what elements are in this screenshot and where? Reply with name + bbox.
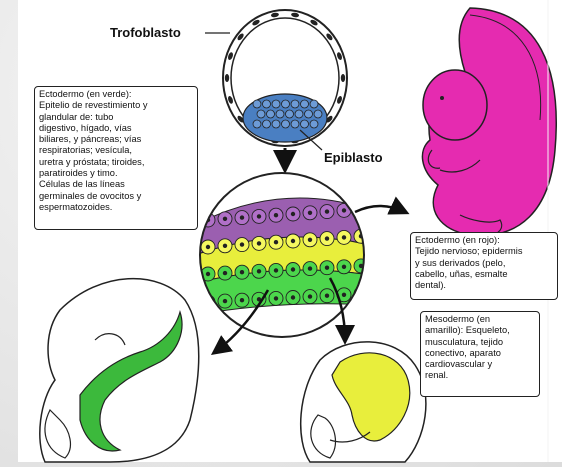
green-fetus: [39, 277, 200, 463]
trophoblast-nucleus: [326, 115, 333, 123]
epiblast-cell: [290, 119, 300, 129]
trophoblast-nucleus: [252, 19, 260, 26]
epiblast-cell: [252, 119, 262, 129]
germ-layer-nucleus: [290, 267, 296, 272]
trophoblast-nucleus: [228, 52, 233, 60]
epiblast-cell: [275, 109, 285, 119]
box-ectodermo-rojo: Ectodermo (en rojo): Tejido nervioso; ep…: [410, 232, 558, 300]
germ-layer-nucleus: [290, 295, 296, 300]
epiblast-cell: [313, 109, 323, 119]
germ-layer-nucleus: [273, 240, 279, 245]
trophoblast-nucleus: [310, 19, 318, 26]
epiblast-cell: [285, 109, 294, 119]
germ-layer-nucleus: [324, 236, 330, 241]
epiblast-cell: [262, 119, 271, 129]
epiblast-cell: [271, 99, 281, 109]
epiblast-cell: [281, 119, 290, 129]
epiblast-cell: [290, 99, 300, 109]
epiblasto-pointer: [299, 129, 323, 151]
label-trofoblasto: Trofoblasto: [110, 25, 181, 40]
germ-layer-nucleus: [239, 298, 245, 303]
trophoblast-nucleus: [228, 96, 233, 104]
epiblast-cells: [252, 99, 323, 129]
germ-layer-cell: [200, 294, 216, 310]
label-epiblasto: Epiblasto: [324, 150, 383, 165]
germ-layer-nucleus: [290, 211, 296, 217]
germ-layer-disc: [199, 172, 365, 338]
germ-layer-nucleus: [205, 299, 211, 305]
trophoblast-nucleus: [337, 52, 342, 60]
box-mesodermo: Mesodermo (en amarillo): Esqueleto, musc…: [420, 311, 540, 397]
epiblast-cell: [252, 99, 262, 109]
germ-layer-nucleus: [341, 264, 347, 269]
epiblast-cell: [300, 119, 309, 129]
germ-layer-nucleus: [222, 270, 228, 276]
germ-layer-nucleus: [358, 291, 364, 297]
germ-layer-nucleus: [239, 270, 245, 275]
trophoblast-nucleus: [337, 96, 342, 104]
germ-layer-nucleus: [341, 235, 347, 240]
germ-layer-nucleus: [256, 214, 262, 219]
germ-layer-nucleus: [324, 209, 330, 214]
germ-layer-nucleus: [307, 294, 313, 299]
germ-layer-nucleus: [256, 241, 262, 246]
germ-layer-nucleus: [205, 244, 211, 250]
arrow-to-endoderm: [210, 289, 270, 355]
germ-layer-nucleus: [222, 216, 228, 221]
trophoblast-nucleus: [237, 33, 244, 41]
epiblast-cell: [256, 109, 266, 119]
germ-layer-nucleus: [239, 215, 245, 220]
trophoblast-nucleus: [270, 12, 279, 18]
trophoblast-nucleus: [326, 33, 333, 41]
germ-layer-nucleus: [290, 238, 296, 244]
epiblast-cell: [281, 99, 290, 109]
blastocyst: [222, 9, 348, 147]
epiblast-cell: [294, 109, 304, 119]
germ-layer-nucleus: [307, 266, 313, 271]
germ-layer-nucleus: [222, 243, 228, 248]
germ-layer-nucleus: [324, 265, 330, 270]
germ-layer-nucleus: [324, 293, 330, 298]
germ-layer-nucleus: [341, 208, 347, 213]
germ-layer-nucleus: [307, 210, 313, 215]
germ-layer-nucleus: [239, 242, 245, 247]
germ-layer-nucleus: [256, 297, 262, 302]
epiblast-cell: [262, 99, 271, 109]
epiblast-cell: [266, 109, 275, 119]
trophoblast-nucleus: [237, 115, 244, 123]
trophoblast-nucleus: [291, 12, 300, 18]
arrow-to-ectoderm: [354, 196, 410, 215]
germ-layer-nucleus: [273, 213, 279, 218]
epiblast-cell: [300, 99, 309, 109]
germ-layer-nucleus: [273, 268, 279, 273]
germ-layer-nucleus: [222, 298, 228, 304]
epiblast-cell: [271, 119, 281, 129]
arrow-to-mesoderm: [328, 277, 355, 345]
epiblast-cell: [309, 99, 319, 109]
box-ectodermo-verde: Ectodermo (en verde): Epitelio de revest…: [34, 86, 198, 230]
germ-layer-nucleus: [358, 263, 364, 269]
germ-layer-nucleus: [273, 296, 279, 301]
germ-layer-nucleus: [307, 237, 313, 242]
epiblast-cell: [309, 119, 319, 129]
pink-fetus: [421, 7, 557, 237]
yellow-fetus: [300, 341, 427, 463]
trophoblast-nucleus: [224, 74, 230, 82]
trophoblast-nucleus: [340, 74, 346, 82]
germ-layer-nucleus: [256, 269, 262, 274]
epiblast-cell: [304, 109, 313, 119]
germ-layer-nucleus: [205, 271, 211, 277]
germ-layer-nucleus: [341, 292, 347, 297]
